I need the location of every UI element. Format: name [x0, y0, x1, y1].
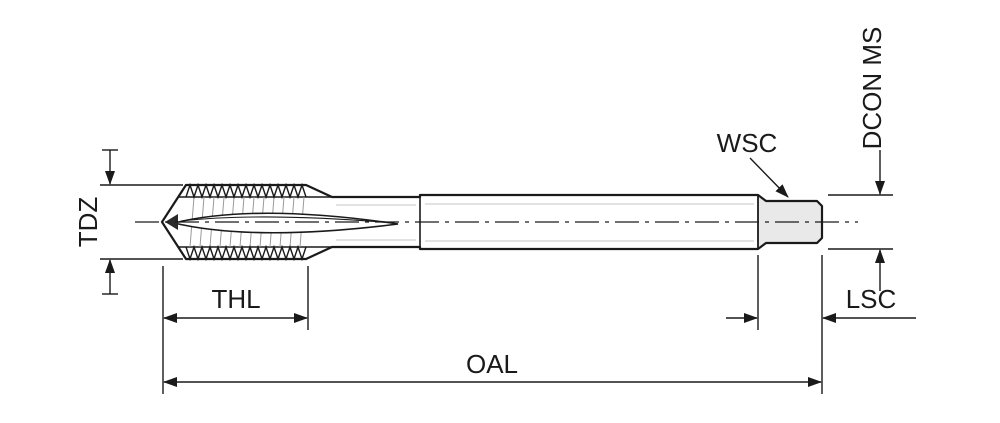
- label-thl: THL: [211, 284, 260, 314]
- label-tdz: TDZ: [73, 197, 103, 248]
- flute-lens: [173, 212, 399, 234]
- label-lsc: LSC: [846, 284, 897, 314]
- wsc-leader: [749, 157, 789, 198]
- dimension-thl: [163, 266, 309, 330]
- tap-body: [160, 182, 824, 262]
- label-dcon-ms: DCON MS: [857, 27, 887, 150]
- label-oal: OAL: [466, 349, 518, 379]
- tip-center-hole: [165, 214, 178, 230]
- dimension-oal: [162, 255, 823, 394]
- flute-inner-edge: [180, 216, 395, 224]
- dimension-dcon: [828, 150, 893, 291]
- dimension-lsc: [726, 255, 916, 330]
- thread-root-lines: [179, 196, 332, 248]
- dimension-tdz: [100, 149, 183, 295]
- shank-shading: [336, 203, 754, 242]
- label-wsc: WSC: [717, 128, 778, 158]
